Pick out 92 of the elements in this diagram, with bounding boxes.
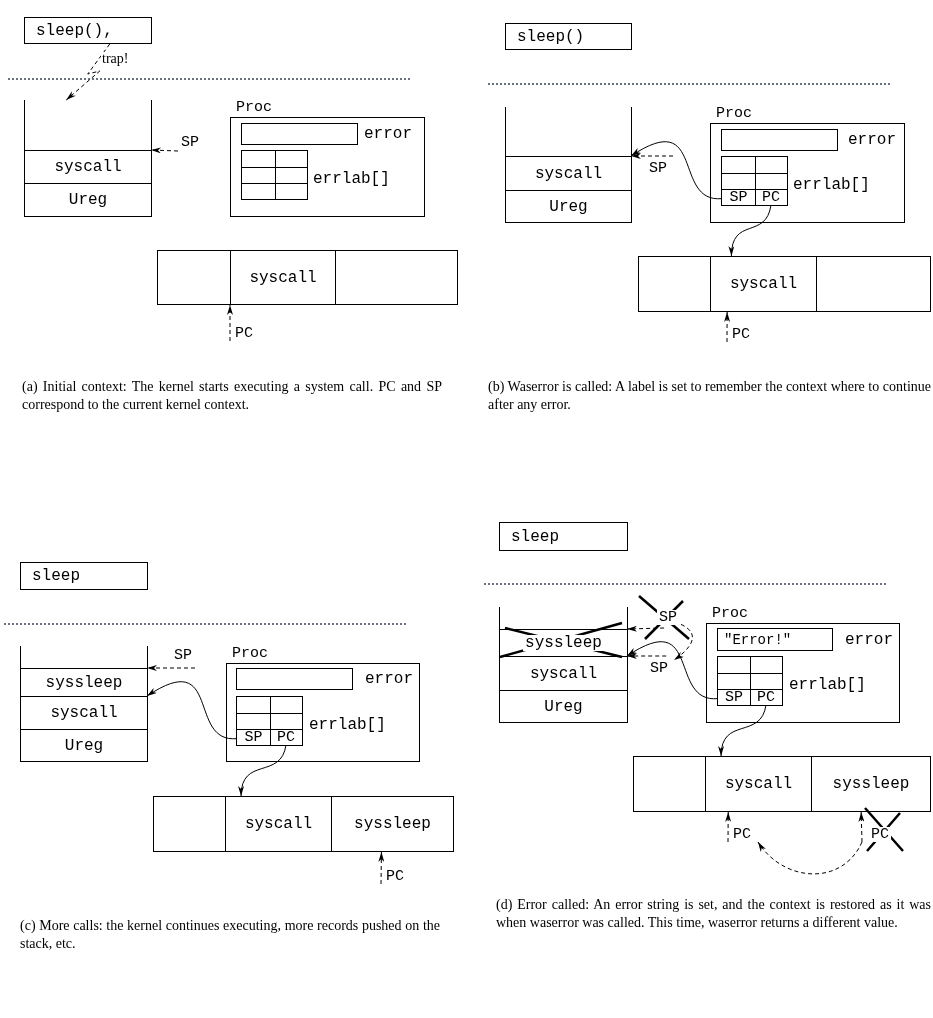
struct-heading: Proc <box>232 646 268 661</box>
stack-frame-box: sleep <box>20 562 148 590</box>
proc-struct <box>230 100 425 217</box>
struct-heading: Proc <box>712 606 748 621</box>
pointer-label: SP <box>647 156 673 176</box>
register-entry: SP <box>237 729 270 745</box>
struct-heading: Proc <box>716 106 752 121</box>
stack-frame-box: sleep() <box>505 23 632 50</box>
arrow <box>757 841 863 875</box>
label-table <box>236 696 303 746</box>
stack-column <box>505 107 632 223</box>
stack-record: syssleep <box>500 629 627 656</box>
stack-record: Ureg <box>21 729 147 761</box>
stack-column <box>20 646 148 762</box>
stack-frame-box: sleep(), <box>24 17 152 44</box>
figure-caption: (b) Waserror is called: A label is set to remember the context where to continue after any error. <box>488 378 931 414</box>
stack-frame-box: sleep <box>499 522 628 551</box>
field-label: errlab[] <box>313 171 390 187</box>
arrow <box>626 653 667 659</box>
arrow <box>238 744 287 797</box>
code-segment <box>816 256 931 312</box>
error-field <box>236 668 353 690</box>
pointer-label: SP <box>648 656 674 676</box>
code-segment: syscall <box>710 256 817 312</box>
code-segment: syscall <box>225 796 332 852</box>
arrow <box>227 304 233 342</box>
code-segment <box>335 250 458 305</box>
struct-heading: Proc <box>236 100 272 115</box>
code-segment: syscall <box>230 250 336 305</box>
stack-record: syscall <box>500 656 627 690</box>
stack-record: Ureg <box>500 690 627 722</box>
arrow <box>378 851 385 885</box>
proc-struct <box>710 106 905 223</box>
register-entry: PC <box>750 689 782 705</box>
stack-column <box>24 100 152 217</box>
code-segment <box>157 250 231 305</box>
label-table <box>717 656 783 706</box>
stack-record: syscall <box>25 150 151 183</box>
field-label: error <box>845 632 893 648</box>
pointer-label: PC <box>727 326 757 342</box>
arrow <box>725 811 732 843</box>
field-label: error <box>848 132 896 148</box>
pointer-label: PC <box>728 826 758 842</box>
register-entry: SP <box>722 189 755 205</box>
arrow <box>146 665 196 671</box>
arrow <box>630 153 674 159</box>
pointer-label: SP <box>178 135 202 151</box>
register-entry: PC <box>755 189 787 205</box>
arrow <box>718 704 767 757</box>
pointer-label: PC <box>230 327 260 341</box>
edge-label: trap! <box>101 52 130 66</box>
stack-record: Ureg <box>25 183 151 216</box>
proc-struct <box>226 646 420 762</box>
code-segment <box>153 796 226 852</box>
error-field <box>241 123 358 145</box>
stack-column <box>499 607 628 723</box>
field-label: errlab[] <box>789 677 866 693</box>
arrow <box>65 43 111 101</box>
error-field: "Error!" <box>717 628 833 651</box>
arrow <box>630 141 723 200</box>
arrow <box>729 204 772 257</box>
label-table <box>241 150 308 200</box>
proc-struct <box>706 606 900 723</box>
arrow <box>626 625 665 632</box>
stack-record: syscall <box>21 696 147 729</box>
figure-caption: (a) Initial context: The kernel starts executing a system call. PC and SP correspond to the current kernel context. <box>22 378 442 414</box>
field-label: errlab[] <box>309 717 386 733</box>
figure-caption: (c) More calls: the kernel continues executing, more records pushed on the stack, etc. <box>20 917 440 953</box>
stack-record: syssleep <box>21 668 147 696</box>
code-segment: syssleep <box>331 796 454 852</box>
code-segment <box>638 256 711 312</box>
field-label: error <box>365 671 413 687</box>
code-segment <box>633 756 706 812</box>
code-segment: syssleep <box>811 756 931 812</box>
arrow <box>673 623 693 661</box>
register-entry: PC <box>270 729 302 745</box>
pointer-label: PC <box>381 866 411 884</box>
arrow <box>146 681 238 740</box>
arrow <box>858 811 865 843</box>
error-field <box>721 129 838 151</box>
field-label: error <box>364 126 412 142</box>
field-label: errlab[] <box>793 177 870 193</box>
arrow <box>626 641 719 700</box>
arrow <box>724 311 731 343</box>
stack-record: syscall <box>506 156 631 190</box>
figure-caption: (d) Error called: An error string is set, and the context is restored as it was when waserror was called. This time, waserror returns a different value. <box>496 896 931 932</box>
stack-record: Ureg <box>506 190 631 222</box>
register-entry: SP <box>718 689 750 705</box>
label-table <box>721 156 788 206</box>
code-segment: syscall <box>705 756 812 812</box>
arrow <box>150 147 179 154</box>
pointer-label: SP <box>171 648 195 668</box>
